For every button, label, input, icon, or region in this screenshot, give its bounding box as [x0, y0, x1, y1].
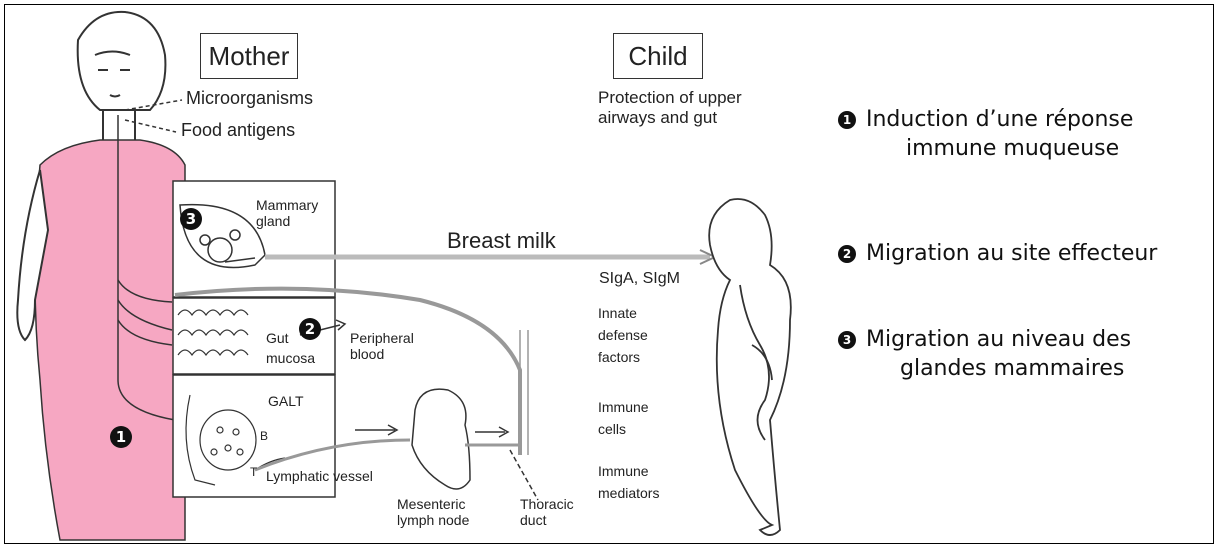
- marker-three: 3: [180, 208, 202, 230]
- legend-number-2: 2: [838, 245, 856, 263]
- mesenteric-lymph-node: [412, 389, 470, 489]
- mother-title: Mother: [209, 41, 290, 71]
- protection-line1: Protection of upper: [598, 88, 742, 108]
- immune-cells-label: Immune cells: [598, 396, 649, 440]
- lymphatic-vessel-label: Lymphatic vessel: [266, 468, 373, 484]
- immune-mediators-label: Immune mediators: [598, 460, 659, 504]
- innate-defense-label: Innate defense factors: [598, 302, 648, 368]
- mother-title-box: Mother: [200, 33, 298, 79]
- mesenteric-line2: lymph node: [397, 512, 469, 528]
- peripheral-blood-label: Peripheral blood: [350, 330, 414, 362]
- legend-number-3: 3: [838, 331, 856, 349]
- immune-mediators-line1: Immune: [598, 460, 659, 482]
- protection-label: Protection of upper airways and gut: [598, 88, 742, 127]
- protection-line2: airways and gut: [598, 108, 742, 128]
- innate-line1: Innate: [598, 302, 648, 324]
- immune-cells-line1: Immune: [598, 396, 649, 418]
- mucosa-label: mucosa: [266, 350, 315, 366]
- legend-text-3-line1: Migration au niveau des: [866, 327, 1131, 352]
- child-figure: [709, 199, 791, 535]
- mammary-line2: gland: [256, 213, 318, 229]
- mammary-gland-label: Mammary gland: [256, 197, 318, 229]
- marker-one: 1: [110, 426, 132, 448]
- thoracic-line1: Thoracic: [520, 496, 574, 512]
- legend-item-1: 1 Induction d’une réponse immune muqueuse: [838, 106, 1133, 163]
- immune-mediators-line2: mediators: [598, 482, 659, 504]
- peripheral-line1: Peripheral: [350, 330, 414, 346]
- legend-text-3-line2: glandes mammaires: [838, 355, 1131, 384]
- legend-item-3: 3 Migration au niveau des glandes mammair…: [838, 326, 1131, 383]
- t-cell-label: T: [250, 466, 257, 480]
- peripheral-line2: blood: [350, 346, 414, 362]
- legend-text-1-line1: Induction d’une réponse: [866, 107, 1133, 132]
- child-title-box: Child: [613, 33, 703, 79]
- microorganisms-label: Microorganisms: [186, 88, 313, 109]
- legend-item-2: 2 Migration au site effecteur: [838, 240, 1157, 269]
- immune-cells-line2: cells: [598, 418, 649, 440]
- mammary-line1: Mammary: [256, 197, 318, 213]
- innate-line3: factors: [598, 346, 648, 368]
- b-cell-label: B: [260, 430, 268, 444]
- innate-line2: defense: [598, 324, 648, 346]
- legend-text-1-line2: immune muqueuse: [838, 135, 1133, 164]
- food-antigens-label: Food antigens: [181, 120, 295, 141]
- legend-number-1: 1: [838, 111, 856, 129]
- breast-milk-label: Breast milk: [447, 228, 556, 253]
- mesenteric-node-label: Mesenteric lymph node: [397, 496, 469, 528]
- galt-label: GALT: [268, 393, 304, 409]
- legend-text-2-line1: Migration au site effecteur: [866, 241, 1157, 266]
- mother-hair: [78, 12, 166, 110]
- child-title: Child: [628, 41, 687, 71]
- siga-sigm-label: SIgA, SIgM: [599, 270, 680, 288]
- thoracic-duct-label: Thoracic duct: [520, 496, 574, 528]
- thoracic-line2: duct: [520, 512, 574, 528]
- marker-two: 2: [299, 318, 321, 340]
- mother-figure: [78, 12, 166, 140]
- mesenteric-line1: Mesenteric: [397, 496, 469, 512]
